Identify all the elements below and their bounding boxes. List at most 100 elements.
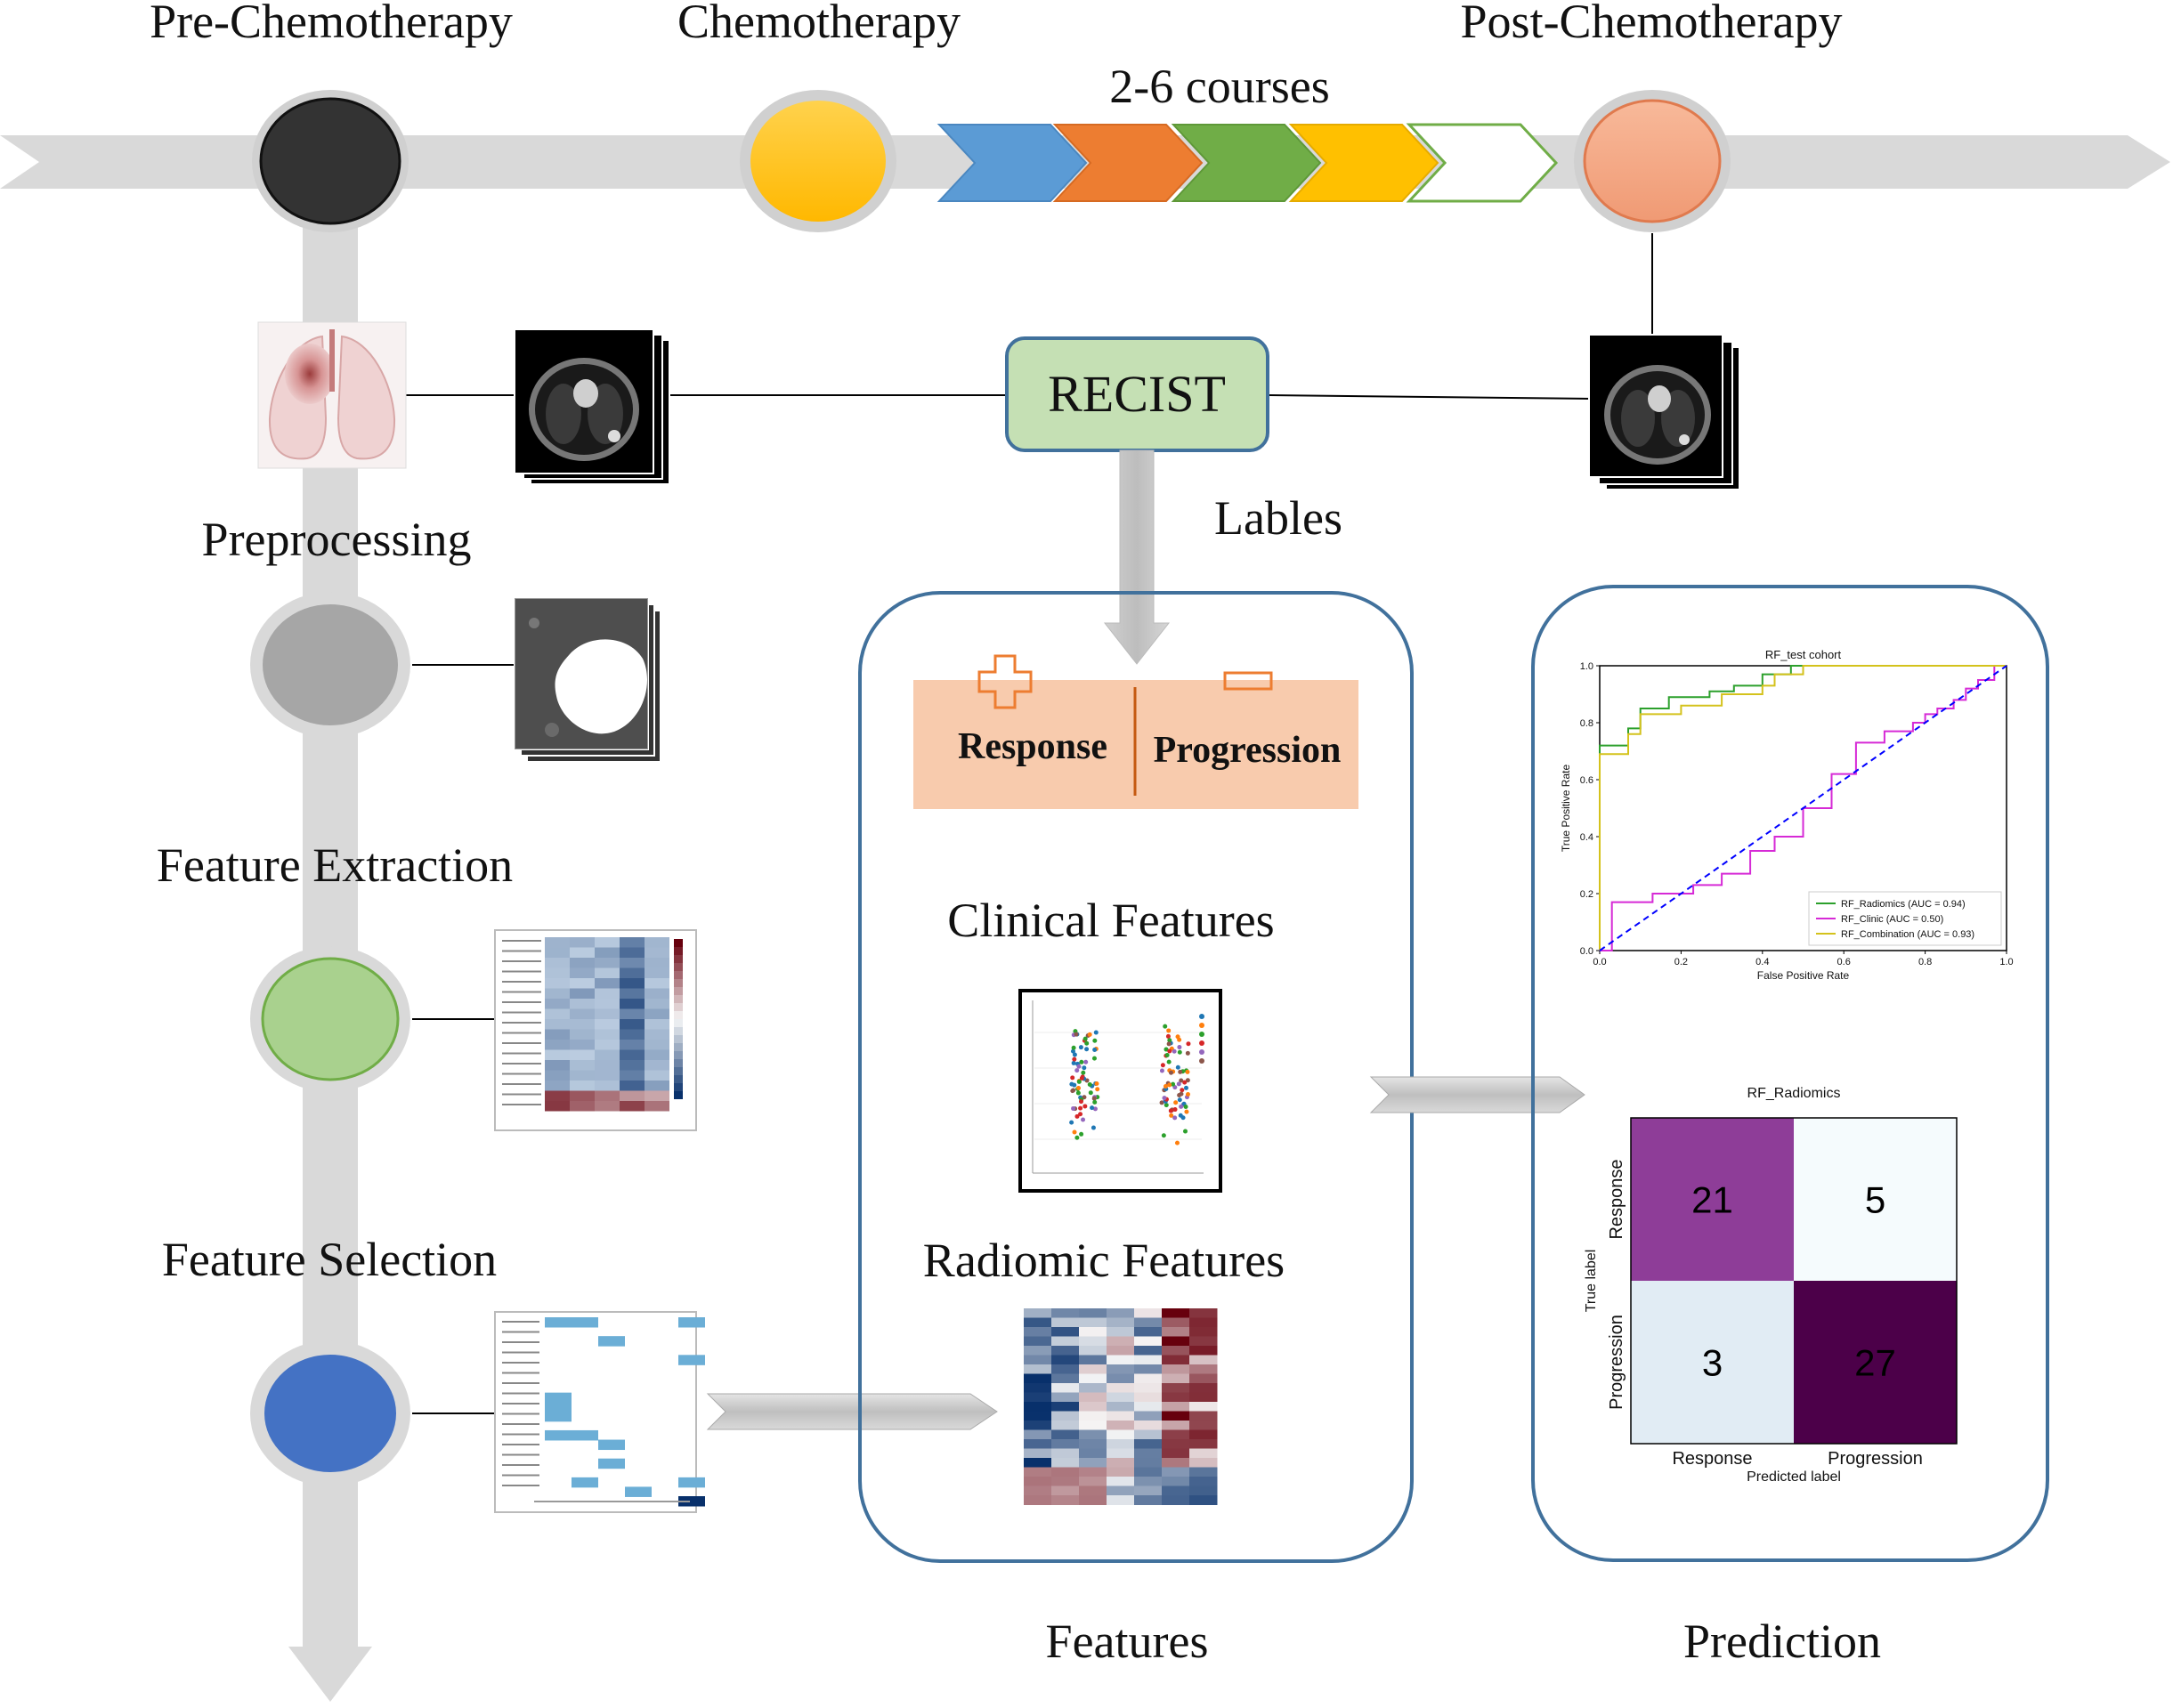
heatmap-cell (545, 1402, 572, 1413)
heatmap-cell (645, 1101, 669, 1112)
scatter-point (1092, 1038, 1098, 1043)
heatmap-cell (1024, 1392, 1052, 1403)
scatter-point (1072, 1129, 1077, 1135)
confusion-cell (1631, 1118, 1794, 1281)
heatmap-cell (1107, 1392, 1135, 1403)
heatmap-cell (572, 1477, 598, 1488)
confusion-cell (1631, 1281, 1794, 1444)
scatter-point (1087, 1032, 1092, 1037)
x-tick-label: Progression (1828, 1449, 1923, 1469)
heatmap-cell (645, 1008, 669, 1019)
heatmap-cell (1134, 1458, 1163, 1468)
scatter-point (1164, 1103, 1169, 1108)
scatter-point (1079, 1099, 1084, 1105)
heatmap-cell (1107, 1336, 1135, 1347)
heatmap-cell (1162, 1467, 1190, 1477)
stage-chemo-label: Chemotherapy (677, 0, 961, 48)
heatmap-cell (645, 1090, 669, 1101)
heatmap-cell (572, 1429, 598, 1441)
scatter-point (1094, 1081, 1099, 1086)
scatter-point (1172, 1107, 1178, 1113)
heatmap-cell (1079, 1467, 1107, 1477)
heatmap-cell (1189, 1448, 1218, 1459)
course-chevrons (936, 123, 1559, 203)
heatmap-cell (570, 988, 595, 999)
heatmap-cell (1162, 1448, 1190, 1459)
scatter-point (1092, 1106, 1098, 1112)
heatmap-cell (595, 1090, 620, 1101)
scatter-point (1179, 1078, 1184, 1083)
heatmap-cell (1079, 1373, 1107, 1384)
heatmap-cell (545, 1070, 570, 1081)
scatter-point (1174, 1140, 1180, 1145)
heatmap-cell (1189, 1336, 1218, 1347)
scatter-point (1070, 1048, 1075, 1054)
scatter-point (1176, 1081, 1181, 1087)
heatmap-cell (1024, 1429, 1052, 1440)
heatmap-cell (1134, 1308, 1163, 1318)
selection-to-features-arrow (706, 1393, 998, 1430)
heatmap-cell (1079, 1495, 1107, 1505)
heatmap-cell (1162, 1402, 1190, 1412)
heatmap-cell (620, 947, 645, 958)
heatmap-cell (1024, 1317, 1052, 1328)
heatmap-cell (595, 978, 620, 989)
stage-post-label: Post-Chemotherapy (1461, 0, 1843, 48)
heatmap-cell (570, 1070, 595, 1081)
heatmap-cell (1162, 1308, 1190, 1318)
y-tick-label: 1.0 (1580, 661, 1593, 672)
heatmap-cell (1051, 1421, 1080, 1430)
heatmap-cell (1079, 1421, 1107, 1430)
confusion-value: 27 (1854, 1342, 1896, 1384)
heatmap-cell (1079, 1485, 1107, 1496)
heatmap-cell (620, 978, 645, 989)
heatmap-cell (645, 988, 669, 999)
heatmap-cell (595, 937, 620, 948)
scatter-point (1167, 1082, 1172, 1088)
heatmap-cell (1024, 1402, 1052, 1412)
scatter-point (1091, 1096, 1097, 1101)
heatmap-cell (645, 978, 669, 989)
scatter-point (1163, 1024, 1168, 1029)
scatter-point (1171, 1081, 1176, 1087)
heatmap-cell (1134, 1373, 1163, 1384)
heatmap-cell (595, 1081, 620, 1091)
scatter-point (1076, 1085, 1082, 1090)
y-tick-label: 0.2 (1580, 889, 1593, 900)
scatter-point (1161, 1133, 1166, 1138)
x-tick-label: 0.8 (1918, 957, 1932, 967)
stage-pre-label: Pre-Chemotherapy (150, 0, 513, 48)
heatmap-cell (1189, 1355, 1218, 1365)
heatmap-cell (1051, 1448, 1080, 1459)
recist-label: RECIST (1048, 365, 1226, 423)
confusion-title: RF_Radiomics (1747, 1086, 1841, 1101)
heatmap-cell (1107, 1439, 1135, 1449)
heatmap-cell (1051, 1485, 1080, 1496)
heatmap-cell (645, 967, 669, 978)
heatmap-cell (1051, 1458, 1080, 1468)
heatmap-cell (1051, 1355, 1080, 1365)
scatter-point (1074, 1032, 1079, 1037)
heatmap-cell (678, 1355, 705, 1365)
ct-stack-post (1588, 334, 1740, 490)
heatmap-cell (570, 1049, 595, 1060)
heatmap-cell (1134, 1392, 1163, 1403)
scatter-point (1166, 1041, 1172, 1047)
heatmap-cell (1162, 1355, 1190, 1365)
heatmap-cell (625, 1486, 652, 1497)
heatmap-cell (1107, 1308, 1135, 1318)
feature-selection-label: Feature Selection (162, 1233, 497, 1286)
heatmap-cell (678, 1496, 705, 1507)
heatmap-cell (645, 1040, 669, 1050)
y-axis-label: True label (1584, 1250, 1599, 1313)
heatmap-cell (1162, 1336, 1190, 1347)
scatter-point (1159, 1100, 1164, 1105)
scatter-point (1074, 1135, 1080, 1140)
scatter-point (1178, 1113, 1183, 1118)
scatter-point (1177, 1049, 1182, 1055)
heatmap-cell (620, 988, 645, 999)
heatmap-cell (1107, 1411, 1135, 1421)
scatter-point (1093, 1030, 1099, 1035)
